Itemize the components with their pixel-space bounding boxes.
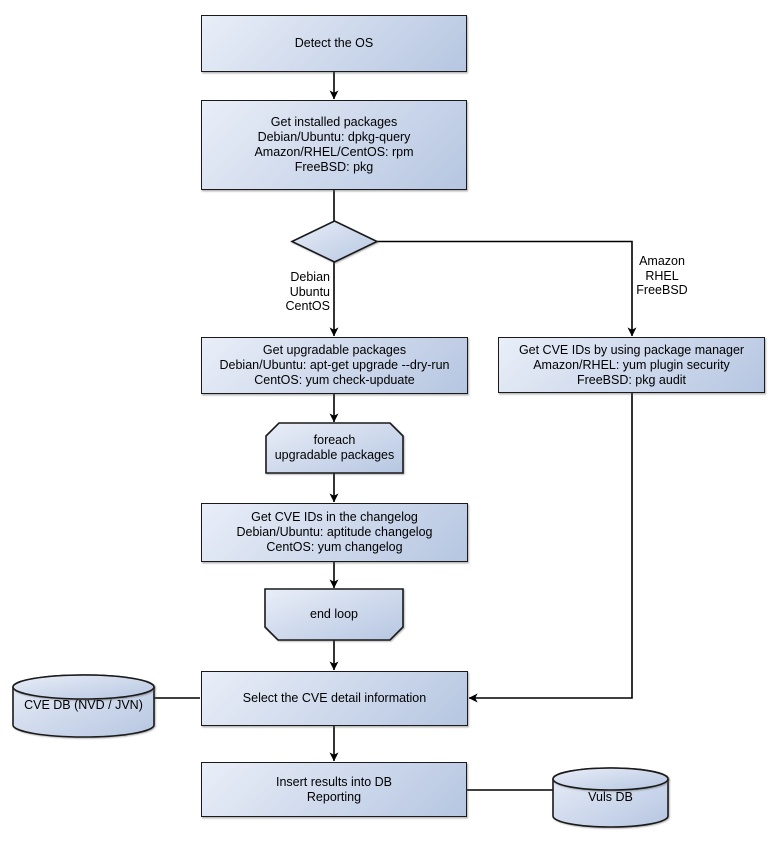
vuls-db-cylinder: [552, 767, 669, 828]
node-insert-results: Insert results into DB Reporting: [201, 762, 467, 817]
node-get-installed-packages-label: Get installed packages Debian/Ubuntu: dp…: [254, 115, 414, 174]
node-get-cve-ids-changelog-label: Get CVE IDs in the changelog Debian/Ubun…: [236, 510, 433, 554]
node-select-cve-detail-label: Select the CVE detail information: [242, 691, 427, 705]
loop-start-shape: [265, 422, 404, 474]
node-get-cve-ids-package-manager: Get CVE IDs by using package manager Ama…: [498, 337, 765, 393]
branch-label-debian-ubuntu-centos: Debian Ubuntu CentOS: [285, 270, 330, 313]
loop-end-label: end loop: [310, 607, 358, 621]
cve-db-label: CVE DB (NVD / JVN): [24, 697, 143, 712]
loop-end-shape: [264, 588, 404, 641]
node-get-cve-ids-changelog: Get CVE IDs in the changelog Debian/Ubun…: [201, 503, 468, 562]
cve-db-cylinder: [12, 674, 155, 738]
node-detect-os-label: Detect the OS: [294, 36, 374, 50]
loop-start-label: foreach upgradable packages: [274, 433, 395, 462]
node-get-upgradable-packages: Get upgradable packages Debian/Ubuntu: a…: [201, 337, 468, 394]
vuls-db-label: Vuls DB: [588, 789, 633, 804]
node-get-installed-packages: Get installed packages Debian/Ubuntu: dp…: [201, 100, 467, 190]
connector-decision-to-package-manager: [377, 240, 637, 337]
branch-label-amazon-rhel-freebsd: Amazon RHEL FreeBSD: [636, 254, 688, 297]
node-get-cve-ids-package-manager-label: Get CVE IDs by using package manager Ama…: [518, 342, 745, 387]
node-get-upgradable-packages-label: Get upgradable packages Debian/Ubuntu: a…: [219, 343, 450, 387]
node-select-cve-detail: Select the CVE detail information: [201, 671, 468, 726]
os-decision-diamond: [290, 220, 379, 263]
node-insert-results-label: Insert results into DB Reporting: [275, 774, 392, 804]
node-detect-os: Detect the OS: [201, 15, 467, 72]
connector-package-manager-to-select: [468, 393, 633, 703]
